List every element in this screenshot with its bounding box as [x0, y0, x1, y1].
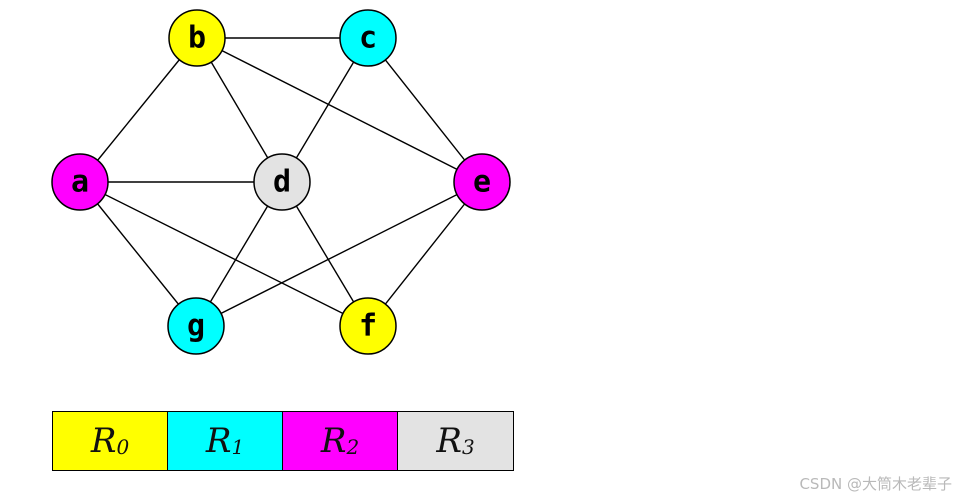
node-label-g: g	[187, 309, 205, 344]
edge-e-f	[367, 181, 483, 327]
node-g: g	[167, 297, 225, 355]
node-label-a: a	[71, 165, 89, 200]
edge-a-g	[79, 181, 197, 327]
legend-sub-r2: 2	[346, 435, 360, 459]
legend-sub-r0: 0	[116, 435, 130, 459]
node-c: c	[339, 9, 397, 67]
node-circle-b	[168, 9, 226, 67]
edge-c-e	[367, 37, 483, 183]
node-circle-e	[453, 153, 511, 211]
legend-label-r0: R	[90, 421, 117, 461]
legend-sub-r1: 1	[231, 435, 245, 459]
node-f: f	[339, 297, 397, 355]
node-circle-d	[253, 153, 311, 211]
legend-label-r1: R	[205, 421, 232, 461]
node-e: e	[453, 153, 511, 211]
node-circle-c	[339, 9, 397, 67]
legend-sub-r3: 3	[461, 435, 475, 459]
node-label-d: d	[273, 165, 291, 200]
node-a: a	[51, 153, 109, 211]
edge-a-b	[79, 37, 198, 183]
nodes-layer: b c a d e g f	[51, 9, 511, 355]
node-label-f: f	[359, 309, 377, 344]
node-circle-f	[339, 297, 397, 355]
node-label-b: b	[188, 21, 206, 56]
edge-a-f	[79, 181, 369, 327]
node-label-c: c	[359, 21, 377, 56]
node-d: d	[253, 153, 311, 211]
legend-label-r3: R	[436, 421, 462, 461]
watermark: CSDN @大筒木老辈子	[799, 475, 952, 493]
node-label-e: e	[473, 165, 491, 200]
node-circle-a	[51, 153, 109, 211]
edge-b-e	[196, 37, 483, 183]
node-b: b	[168, 9, 226, 67]
edge-e-g	[195, 181, 483, 327]
node-circle-g	[167, 297, 225, 355]
legend-label-r2: R	[320, 421, 347, 461]
